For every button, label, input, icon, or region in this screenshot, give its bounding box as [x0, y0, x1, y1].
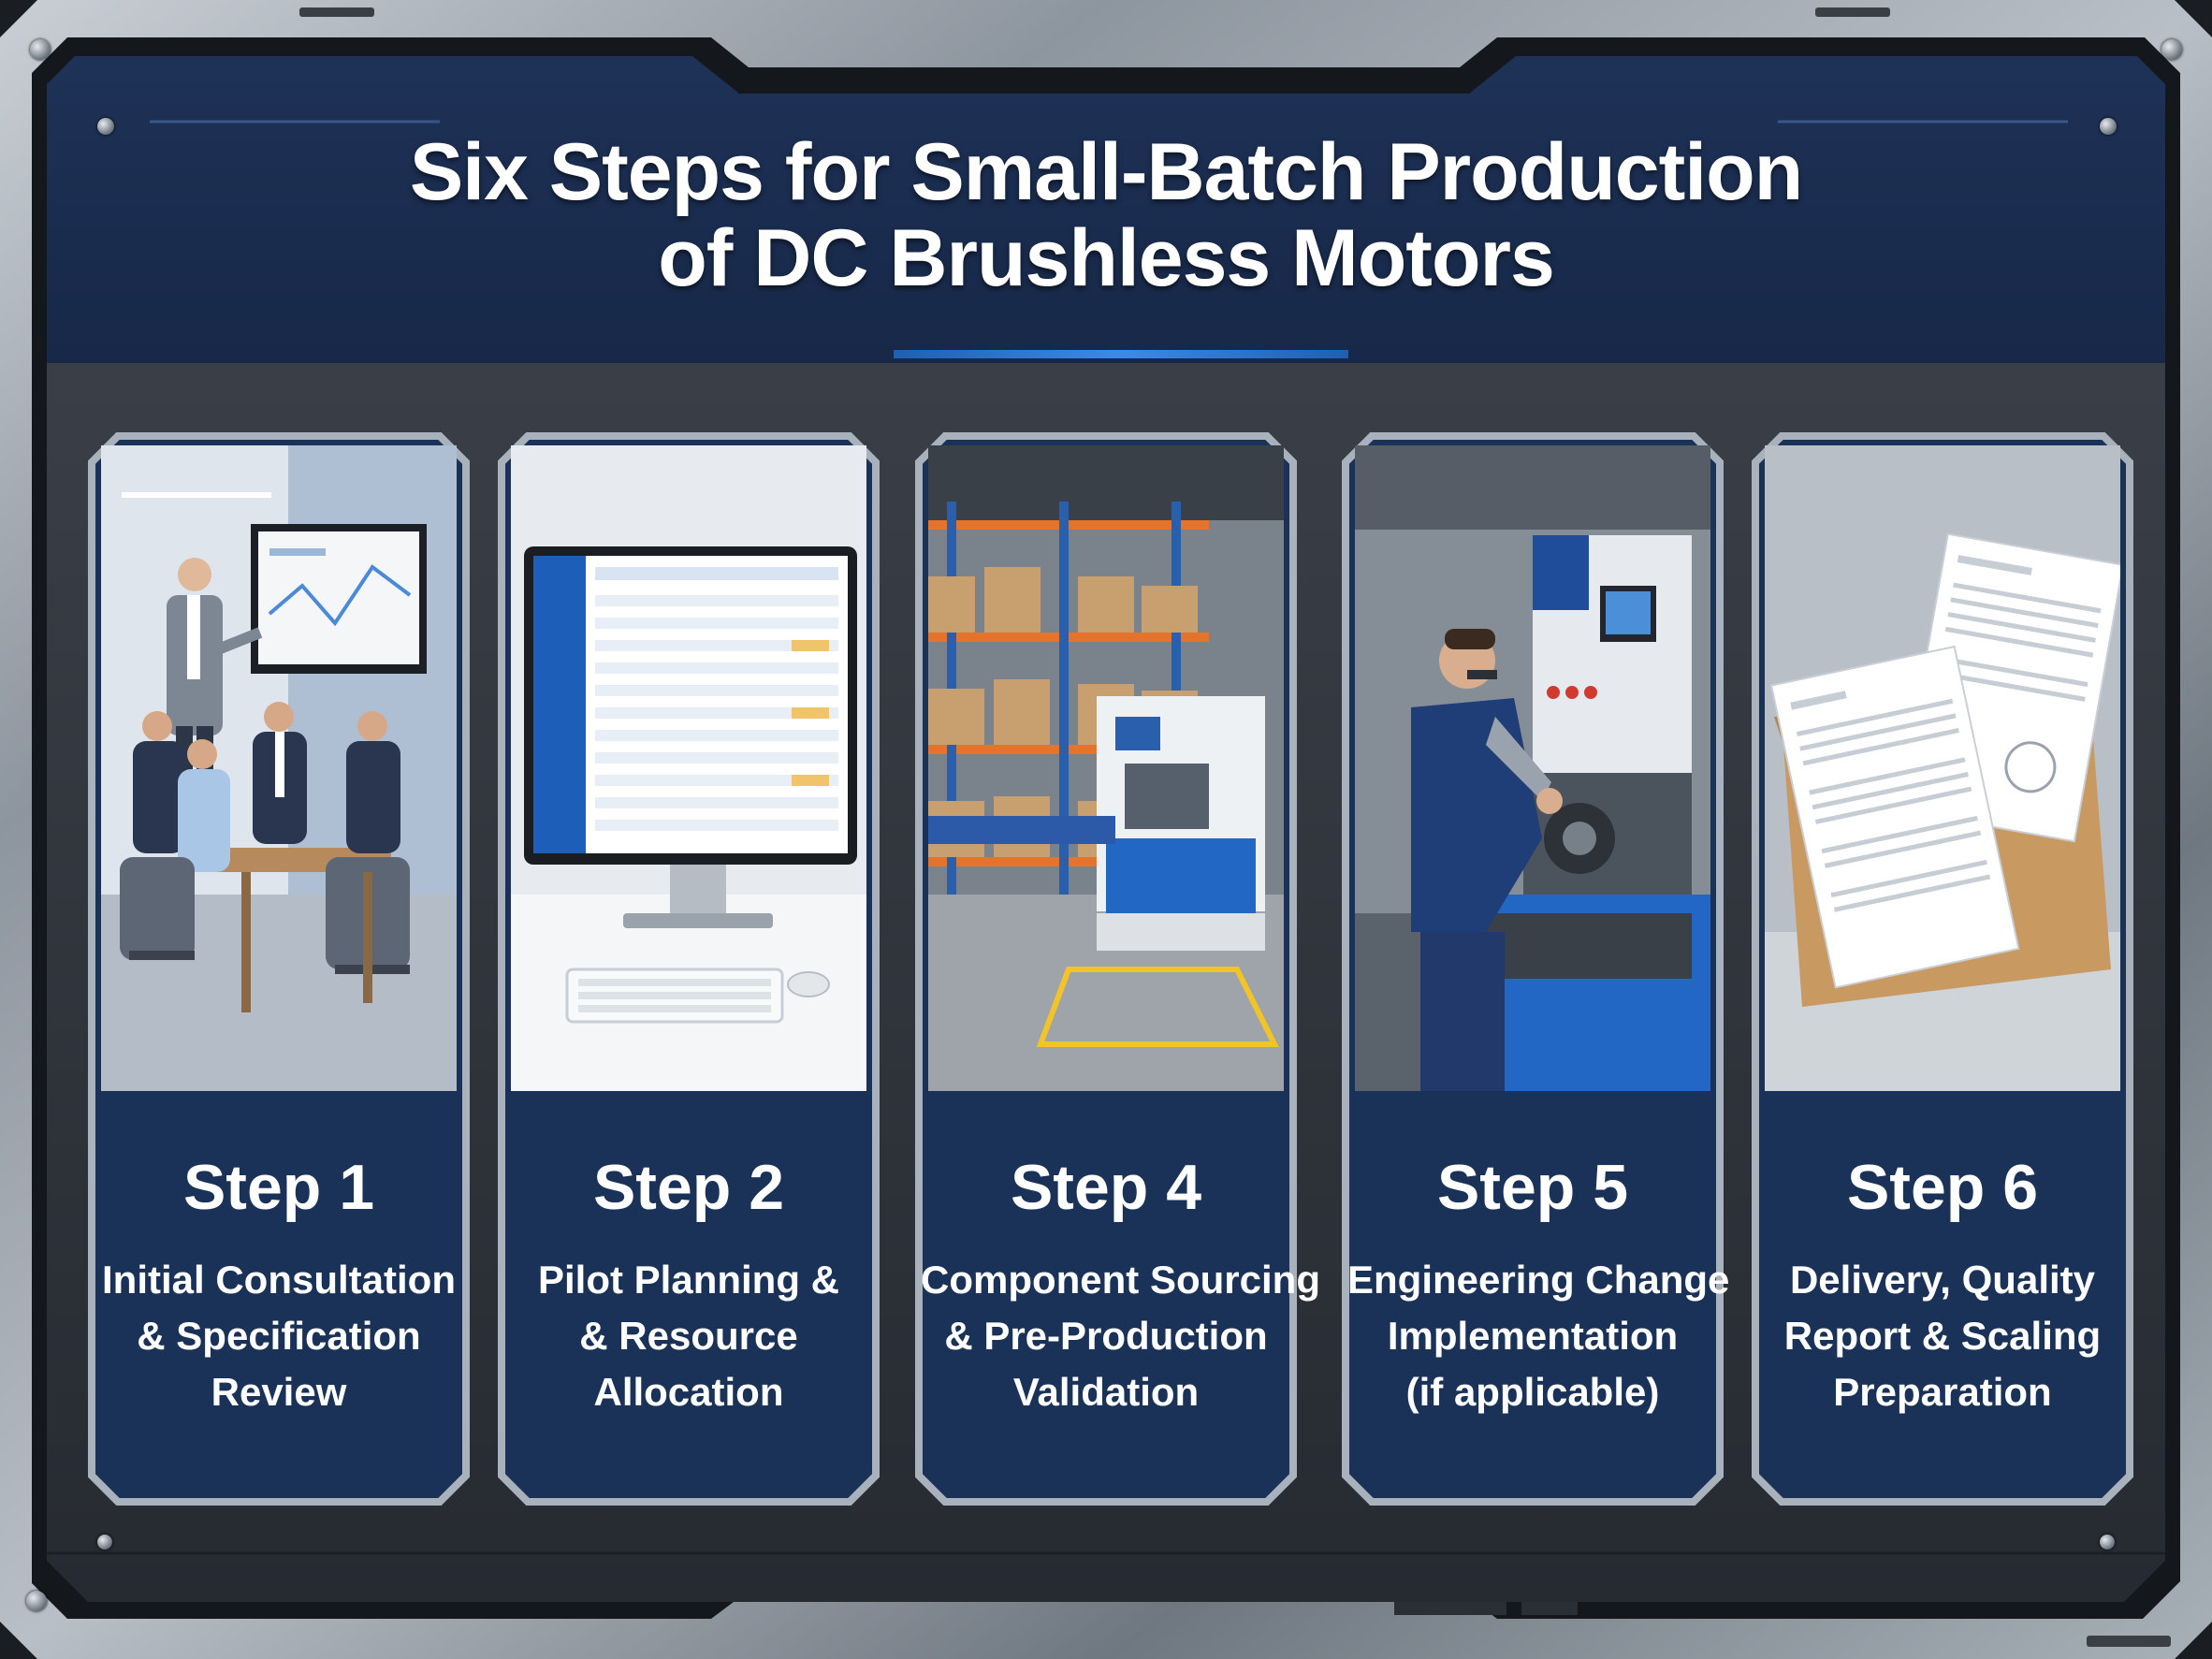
screw-corner-bl — [26, 1591, 47, 1611]
step-4-desc-line-2: & Pre-Production — [944, 1314, 1268, 1358]
step-2-desc-line-2: & Resource — [579, 1314, 798, 1358]
step-6-desc-line-1: Delivery, Quality — [1789, 1258, 2096, 1302]
step-6-desc-line-2: Report & Scaling — [1783, 1314, 2102, 1358]
screw-header-left — [97, 118, 114, 135]
page-title: Six Steps for Small-Batch Production of … — [281, 129, 1931, 301]
step-4-desc-line-1: Component Sourcing — [921, 1258, 1320, 1302]
step-1-desc-line-2: & Specification — [137, 1314, 421, 1358]
technician-machine-scene-image — [1355, 445, 1710, 1091]
step-6-title: Step 6 — [1846, 1152, 2039, 1223]
step-2-description: Pilot Planning & & Resource Allocation — [503, 1252, 874, 1420]
step-2-title: Step 2 — [592, 1152, 785, 1223]
step-4-description: Component Sourcing & Pre-Production Vali… — [921, 1252, 1320, 1420]
step-5-desc-line-2: Implementation — [1387, 1314, 1679, 1358]
step-5-desc-line-1: Engineering Change — [1347, 1258, 1730, 1302]
screw-header-right — [2100, 118, 2117, 135]
step-card-1: Step 1 Initial Consultation & Specificat… — [88, 432, 470, 1506]
title-line-2: of DC Brushless Motors — [658, 213, 1555, 303]
step-5-desc-line-3: (if applicable) — [1405, 1370, 1660, 1414]
step-card-6: Step 6 Delivery, Quality Report & Scalin… — [1752, 432, 2133, 1506]
screw-top-right — [2161, 39, 2182, 60]
step-2-desc-line-1: Pilot Planning & — [538, 1258, 839, 1302]
step-6-description: Delivery, Quality Report & Scaling Prepa… — [1757, 1252, 2128, 1420]
screw-top-left — [30, 39, 51, 60]
computer-monitor-scene-image — [511, 445, 866, 1091]
step-1-desc-line-1: Initial Consultation — [102, 1258, 456, 1302]
step-4-title: Step 4 — [1010, 1152, 1202, 1223]
step-1-desc-line-3: Review — [211, 1370, 347, 1414]
title-accent-line — [894, 350, 1348, 358]
documents-box-scene-image — [1765, 445, 2120, 1091]
step-6-desc-line-3: Preparation — [1833, 1370, 2052, 1414]
title-line-1: Six Steps for Small-Batch Production — [409, 127, 1803, 217]
step-card-4: Step 4 Component Sourcing & Pre-Producti… — [915, 432, 1320, 1506]
step-card-2: Step 2 Pilot Planning & & Resource Alloc… — [498, 432, 880, 1506]
step-card-5: Step 5 Engineering Change Implementation… — [1342, 432, 1730, 1506]
step-1-title: Step 1 — [182, 1152, 375, 1223]
step-4-desc-line-3: Validation — [1012, 1370, 1200, 1414]
screw-bottom-right — [2100, 1535, 2115, 1550]
step-2-desc-line-3: Allocation — [593, 1370, 784, 1414]
meeting-scene-image — [101, 445, 457, 1091]
screw-bottom-left — [97, 1535, 112, 1550]
step-1-description: Initial Consultation & Specification Rev… — [94, 1252, 464, 1420]
step-5-title: Step 5 — [1436, 1152, 1629, 1223]
warehouse-machine-scene-image — [928, 445, 1284, 1091]
step-5-description: Engineering Change Implementation (if ap… — [1347, 1252, 1730, 1420]
